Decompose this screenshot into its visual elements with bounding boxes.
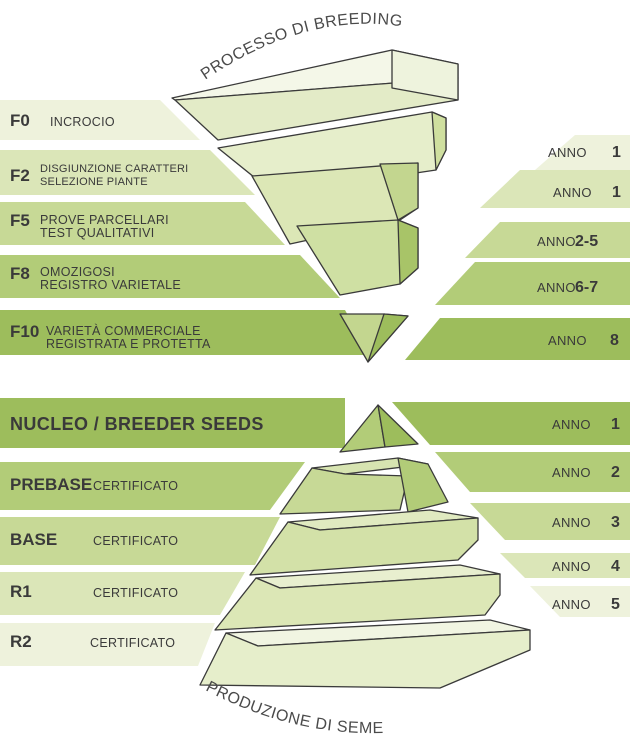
band-right-f0 xyxy=(535,135,630,170)
pyramid-tier-4-front xyxy=(214,573,501,631)
band-right-f5 xyxy=(465,222,630,258)
seed-cert-r1: CERTIFICATO xyxy=(93,586,178,600)
band-left-f2 xyxy=(0,150,255,195)
band-right-r1 xyxy=(500,553,630,578)
anno-label-f10: ANNO xyxy=(548,333,587,348)
label-desc2-f10: REGISTRATA E PROTETTA xyxy=(46,337,211,351)
label-code-f10: F10 xyxy=(10,322,39,341)
seed-anno-r1: ANNO xyxy=(552,559,591,574)
funnel-slab-4-side xyxy=(397,219,419,285)
seed-year-r2: 5 xyxy=(611,596,620,613)
band-right-prebase xyxy=(435,452,630,492)
band-right-f2 xyxy=(480,170,630,208)
band-left-r1 xyxy=(0,572,245,615)
label-code-f0: F0 xyxy=(10,111,30,130)
seed-year-r1: 4 xyxy=(611,558,620,575)
breeding-funnel xyxy=(171,49,459,363)
label-desc2-f8: REGISTRO VARIETALE xyxy=(40,278,181,292)
seed-code-r1: R1 xyxy=(10,582,32,601)
pyramid-tier-3-front xyxy=(249,517,479,576)
funnel-slab-2-side xyxy=(431,111,447,171)
band-left-f0 xyxy=(0,100,200,140)
label-desc-f0: INCROCIO xyxy=(50,115,115,129)
anno-label-f2: ANNO xyxy=(553,185,592,200)
seed-anno-base: ANNO xyxy=(552,515,591,530)
band-left-f8 xyxy=(0,255,340,298)
label-desc1-f10: VARIETÀ COMMERCIALE xyxy=(46,323,201,338)
label-desc2-f5: TEST QUALITATIVI xyxy=(40,226,155,240)
breeding-right-bands xyxy=(405,135,630,360)
seed-right-bands xyxy=(392,402,630,617)
seed-year-base: 3 xyxy=(611,514,620,531)
seed-left-bands xyxy=(0,398,345,666)
seed-code-r2: R2 xyxy=(10,632,32,651)
pyramid-tier-2-side xyxy=(397,457,449,513)
band-left-f10 xyxy=(0,310,370,355)
pyramid-tier-5-front xyxy=(199,629,531,689)
label-desc1-f8: OMOZIGOSI xyxy=(40,265,115,279)
anno-year-f10: 8 xyxy=(610,332,619,349)
seed-labels-left: NUCLEO / BREEDER SEEDS PREBASE CERTIFICA… xyxy=(10,414,264,651)
band-left-nucleo xyxy=(0,398,345,448)
anno-label-f0: ANNO xyxy=(548,145,587,160)
pyramid-tier-2-front xyxy=(279,467,409,515)
funnel-slab-5-side xyxy=(367,313,409,363)
seed-anno-nucleo: ANNO xyxy=(552,417,591,432)
band-right-f8 xyxy=(435,262,630,305)
seed-cert-base: CERTIFICATO xyxy=(93,534,178,548)
breeding-left-bands xyxy=(0,100,370,355)
seed-labels-right: ANNO 1 ANNO 2 ANNO 3 ANNO 4 ANNO 5 xyxy=(552,416,620,613)
anno-year-f0: 1 xyxy=(612,144,621,161)
band-left-base xyxy=(0,517,280,565)
band-right-nucleo xyxy=(392,402,630,445)
label-code-f8: F8 xyxy=(10,264,30,283)
anno-year-f2: 1 xyxy=(612,184,621,201)
band-right-base xyxy=(470,503,630,540)
label-desc1-f5: PROVE PARCELLARI xyxy=(40,213,169,227)
label-desc1-f2: DISGIUNZIONE CARATTERI xyxy=(40,163,188,175)
seed-year-prebase: 2 xyxy=(611,464,620,481)
seed-anno-r2: ANNO xyxy=(552,597,591,612)
anno-label-f8: ANNO xyxy=(537,280,576,295)
funnel-slab-3-side xyxy=(379,162,419,221)
anno-year-f5: 2-5 xyxy=(575,233,598,250)
label-code-f5: F5 xyxy=(10,211,30,230)
pyramid-tier-1-side xyxy=(377,404,419,448)
seed-code-prebase: PREBASE xyxy=(10,475,92,494)
breeding-labels-right: ANNO 1 ANNO 1 ANNO 2-5 ANNO 6-7 ANNO 8 xyxy=(537,144,621,349)
seed-code-base: BASE xyxy=(10,530,57,549)
seed-cert-prebase: CERTIFICATO xyxy=(93,479,178,493)
label-code-f2: F2 xyxy=(10,166,30,185)
pyramid-tier-1-front xyxy=(339,404,386,453)
funnel-slab-1-side xyxy=(391,49,459,101)
seed-year-nucleo: 1 xyxy=(611,416,620,433)
breeding-labels-left: F0 INCROCIO F2 DISGIUNZIONE CARATTERI SE… xyxy=(10,111,211,351)
band-right-f10 xyxy=(405,318,630,360)
anno-year-f8: 6-7 xyxy=(575,279,598,296)
band-right-r2 xyxy=(530,586,630,617)
seed-anno-prebase: ANNO xyxy=(552,465,591,480)
seed-cert-r2: CERTIFICATO xyxy=(90,636,175,650)
band-left-f5 xyxy=(0,202,285,245)
label-desc2-f2: SELEZIONE PIANTE xyxy=(40,176,148,188)
anno-label-f5: ANNO xyxy=(537,234,576,249)
band-left-prebase xyxy=(0,462,305,510)
seed-pyramid xyxy=(199,404,531,689)
band-left-r2 xyxy=(0,623,215,666)
seed-code-nucleo: NUCLEO / BREEDER SEEDS xyxy=(10,414,264,434)
